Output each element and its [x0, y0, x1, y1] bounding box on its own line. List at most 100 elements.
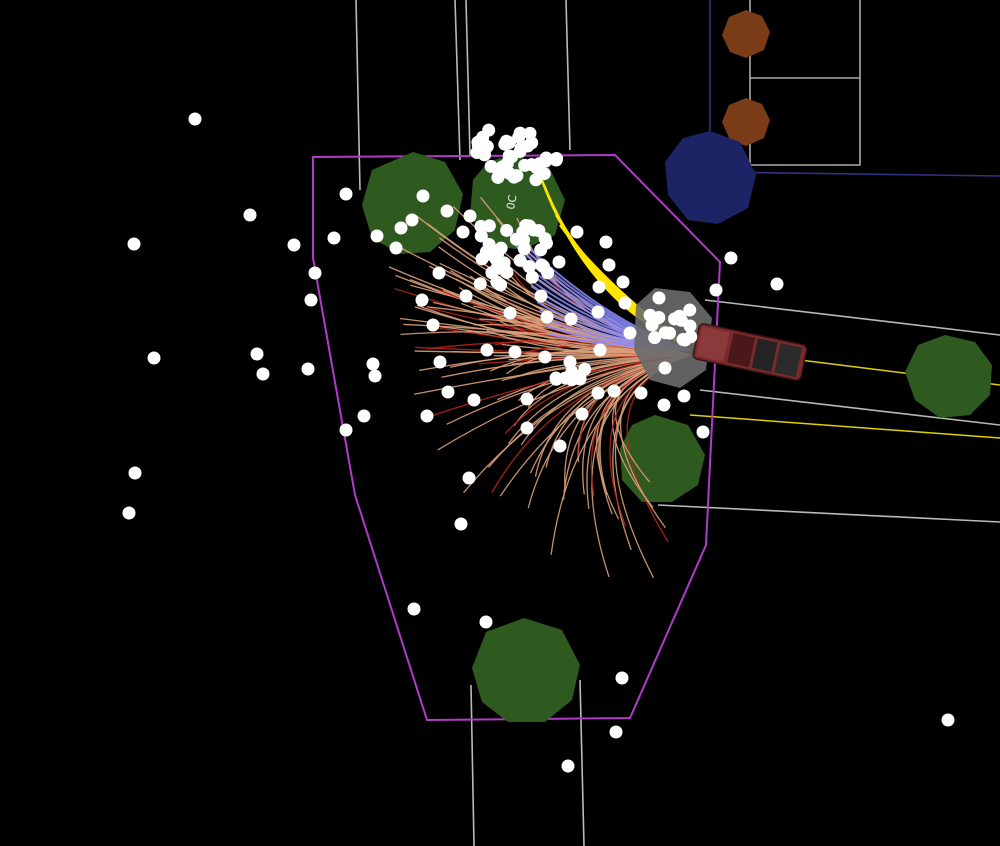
obstacle-point — [456, 225, 470, 239]
obstacle-point — [368, 369, 382, 383]
obstacle-point — [525, 270, 539, 284]
obstacle-point — [525, 158, 539, 172]
tree-3 — [905, 335, 992, 418]
obstacle-point — [770, 277, 784, 291]
obstacle-point — [491, 246, 505, 260]
obstacle-point — [648, 331, 662, 345]
obstacle-point — [304, 293, 318, 307]
obstacle-point — [500, 223, 514, 237]
tree-4 — [620, 415, 705, 502]
obstacle-point — [724, 251, 738, 265]
obstacle-point — [672, 309, 686, 323]
obstacle-point — [513, 253, 527, 267]
obstacle-point — [308, 266, 322, 280]
obstacle-point — [522, 260, 536, 274]
obstacle-point — [569, 369, 583, 383]
obstacle-point — [250, 347, 264, 361]
obstacle-point — [634, 386, 648, 400]
obstacle-point — [522, 219, 536, 233]
obstacle-point — [405, 213, 419, 227]
obstacle-point — [339, 187, 353, 201]
obstacle-point — [441, 385, 455, 399]
obstacle-point — [287, 238, 301, 252]
obstacle-point — [370, 229, 384, 243]
obstacle-points — [122, 112, 955, 773]
obstacle-point — [459, 289, 473, 303]
obstacle-point — [482, 238, 496, 252]
traffic-lights — [665, 10, 770, 224]
obstacle-point — [652, 291, 666, 305]
obstacle-point — [426, 318, 440, 332]
obstacle-id-label: 0C — [504, 193, 519, 210]
lane-lines — [355, 0, 1000, 846]
obstacle-point — [467, 393, 481, 407]
obstacle-point — [339, 423, 353, 437]
obstacle-point — [602, 258, 616, 272]
obstacle-point — [592, 280, 606, 294]
obstacle-point — [539, 236, 553, 250]
obstacle-point — [475, 252, 489, 266]
obstacle-point — [503, 306, 517, 320]
obstacle-point — [394, 221, 408, 235]
obstacle-point — [301, 362, 315, 376]
obstacle-point — [517, 242, 531, 256]
obstacle-point — [480, 343, 494, 357]
obstacle-point — [147, 351, 161, 365]
obstacle-point — [415, 293, 429, 307]
obstacle-point — [616, 275, 630, 289]
obstacle-point — [534, 289, 548, 303]
obstacle-point — [553, 439, 567, 453]
obstacle-point — [593, 343, 607, 357]
obstacle-point — [188, 112, 202, 126]
obstacle-point — [440, 204, 454, 218]
obstacle-point — [648, 312, 662, 326]
obstacle-point — [564, 312, 578, 326]
obstacle-point — [454, 517, 468, 531]
obstacle-point — [243, 208, 257, 222]
obstacle-point — [570, 225, 584, 239]
obstacle-point — [657, 398, 671, 412]
tree-5 — [472, 618, 580, 722]
obstacle-point — [696, 425, 710, 439]
obstacle-point — [520, 392, 534, 406]
obstacle-point — [618, 296, 632, 310]
obstacle-point — [494, 278, 508, 292]
obstacle-point — [357, 409, 371, 423]
obstacle-point — [552, 255, 566, 269]
obstacle-point — [470, 146, 484, 160]
obstacle-point — [407, 602, 421, 616]
trees — [362, 152, 992, 722]
obstacle-point — [498, 137, 512, 151]
obstacle-point — [663, 326, 677, 340]
obstacle-point — [549, 153, 563, 167]
traffic-light-orange-1 — [722, 10, 770, 58]
obstacle-point — [599, 235, 613, 249]
obstacle-point — [479, 615, 493, 629]
obstacle-point — [941, 713, 955, 727]
obstacle-point — [563, 355, 577, 369]
obstacle-point — [540, 310, 554, 324]
obstacle-point — [523, 126, 537, 140]
obstacle-point — [538, 350, 552, 364]
obstacle-point — [578, 362, 592, 376]
obstacle-point — [520, 421, 534, 435]
obstacle-point — [502, 166, 516, 180]
drivable-region-boundary — [312, 153, 722, 722]
obstacle-point — [474, 219, 488, 233]
obstacle-point — [389, 241, 403, 255]
obstacle-point — [416, 189, 430, 203]
obstacle-point — [609, 725, 623, 739]
obstacle-point — [502, 149, 516, 163]
obstacle-point — [420, 409, 434, 423]
obstacle-point — [508, 345, 522, 359]
obstacle-point — [462, 471, 476, 485]
obstacle-point — [658, 361, 672, 375]
obstacle-point — [539, 154, 553, 168]
obstacle-point — [591, 386, 605, 400]
obstacle-point — [529, 173, 543, 187]
obstacle-point — [676, 333, 690, 347]
obstacle-point — [535, 258, 549, 272]
obstacle-point — [484, 159, 498, 173]
obstacle-point — [473, 277, 487, 291]
obstacle-point — [256, 367, 270, 381]
